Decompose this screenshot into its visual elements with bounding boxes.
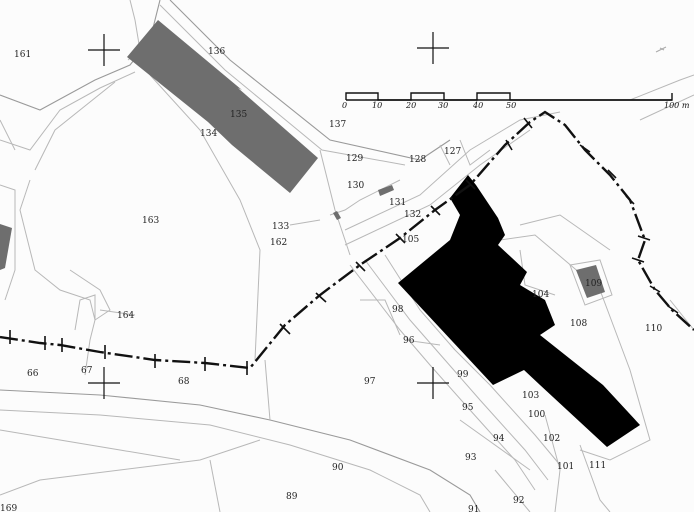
parcel-label: 99: [457, 370, 469, 380]
parcel-label: 162: [270, 238, 287, 248]
parcel-label: 111: [589, 461, 606, 471]
parcel-label: 92: [513, 496, 524, 506]
main-building-black: [398, 175, 640, 447]
parcel-label: 108: [570, 319, 587, 329]
grid-cross-3: [88, 367, 120, 399]
parcel-label: 137: [329, 120, 346, 130]
grid-crosses: [88, 32, 449, 399]
small-structure-131: [378, 185, 394, 196]
scale-label-50: 50: [506, 101, 516, 110]
parcel-label: 135: [230, 110, 247, 120]
parcel-label: 105: [402, 235, 419, 245]
parcel-label: 96: [403, 336, 415, 346]
parcel-label: 93: [465, 453, 477, 463]
parcel-label: 104: [532, 290, 549, 300]
building-109: [576, 265, 605, 298]
scale-label-40: 40: [472, 101, 483, 110]
scale-bar: 0 10 20 30 40 50 100 m: [342, 92, 690, 110]
parcel-label: 102: [543, 434, 560, 444]
parcel-label: 97: [364, 377, 376, 387]
parcel-label: 169: [0, 504, 17, 512]
parcel-label: 90: [332, 463, 344, 473]
building-135: [127, 20, 318, 193]
grid-cross-4: [417, 367, 449, 399]
parcel-label: 164: [117, 311, 134, 321]
parcel-label: 163: [142, 216, 159, 226]
parcel-label: 109: [585, 279, 602, 289]
grid-cross-2: [417, 32, 449, 64]
parcel-label: 127: [444, 147, 461, 157]
parcel-label: 100: [528, 410, 545, 420]
parcel-label: 67: [81, 366, 93, 376]
parcel-label: 98: [392, 305, 404, 315]
scale-label-100m: 100 m: [664, 101, 690, 110]
parcel-label: 130: [347, 181, 364, 191]
parcel-label: 132: [404, 210, 421, 220]
building-left-edge: [0, 224, 12, 270]
parcel-label: 128: [409, 155, 426, 165]
scale-label-20: 20: [405, 101, 416, 110]
parcel-label: 134: [200, 129, 217, 139]
boundary-line: [0, 110, 694, 375]
parcel-label: 68: [178, 377, 190, 387]
parcel-label: 95: [462, 403, 474, 413]
parcel-label: 66: [27, 369, 39, 379]
parcel-label: 161: [14, 50, 31, 60]
parcel-label: 136: [208, 47, 225, 57]
parcel-label: 89: [286, 492, 298, 502]
scale-label-30: 30: [438, 101, 448, 110]
parcel-label: 131: [389, 198, 406, 208]
grey-buildings: [0, 20, 605, 298]
scale-label-0: 0: [342, 101, 347, 110]
parcel-label: 94: [493, 434, 505, 444]
parcel-label: 110: [645, 324, 662, 334]
small-structure-130: [333, 211, 341, 220]
parcel-label: 103: [522, 391, 539, 401]
grid-cross-1: [88, 34, 120, 66]
parcel-label: 91: [468, 505, 479, 512]
parcel-label: 129: [346, 154, 363, 164]
parcel-label: 133: [272, 222, 289, 232]
parcel-labels: 161 136 135 134 137 129 128 127 130 131 …: [0, 47, 662, 512]
marker-icon: [655, 46, 667, 53]
scale-label-10: 10: [372, 101, 382, 110]
parcel-label: 101: [557, 462, 574, 472]
